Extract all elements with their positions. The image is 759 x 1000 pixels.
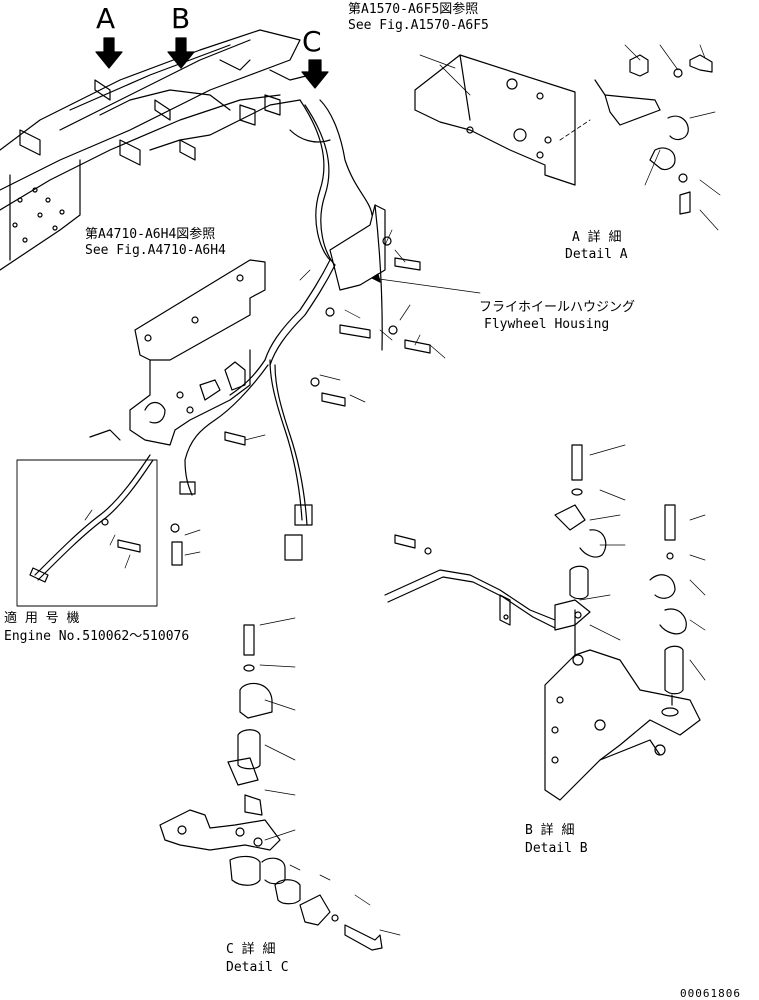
- arrow-a-icon: [95, 37, 123, 69]
- label-arrow-a: A: [96, 2, 116, 35]
- applicable-engine-numbers: Engine No.510062～510076: [4, 629, 190, 644]
- ref-mid-en: See Fig.A4710-A6H4: [85, 243, 226, 258]
- flywheel-label-en: Flywheel Housing: [484, 317, 610, 332]
- engine-frame: [0, 29, 311, 271]
- detail-b-parts: [384, 444, 701, 801]
- applicable-machines-jp: 適 用 号 機: [4, 611, 80, 626]
- detail-c-parts: [159, 624, 383, 951]
- arrow-c-icon: [301, 59, 329, 89]
- flywheel-label-jp: フライホイールハウジング: [479, 300, 636, 315]
- harness-connectors: [89, 429, 313, 566]
- detail-a-title-jp: A 詳 細: [572, 230, 622, 245]
- flywheel-pointer-arrow: [371, 273, 381, 283]
- inset-box: [16, 454, 158, 607]
- ref-top-jp: 第A1570-A6F5図参照: [348, 2, 479, 17]
- detail-a-parts: [559, 54, 713, 215]
- arrow-b-icon: [167, 37, 195, 69]
- detail-b-title-en: Detail B: [525, 841, 588, 856]
- detail-c-title-jp: C 詳 細: [226, 942, 276, 957]
- flywheel-housing-plate: [224, 204, 431, 446]
- mount-plate-mid: [129, 259, 266, 446]
- detail-b-title-jp: B 詳 細: [525, 823, 575, 838]
- label-arrow-b: B: [171, 2, 191, 35]
- wire-harness: [184, 99, 373, 526]
- drawing-code: 00061806: [680, 987, 741, 1000]
- mount-bracket-top: [414, 54, 576, 186]
- ref-top-en: See Fig.A1570-A6F5: [348, 18, 489, 33]
- detail-c-title-en: Detail C: [226, 960, 289, 975]
- label-arrow-c: C: [302, 25, 322, 58]
- ref-mid-jp: 第A4710-A6H4図参照: [85, 227, 216, 242]
- detail-a-title-en: Detail A: [565, 247, 628, 262]
